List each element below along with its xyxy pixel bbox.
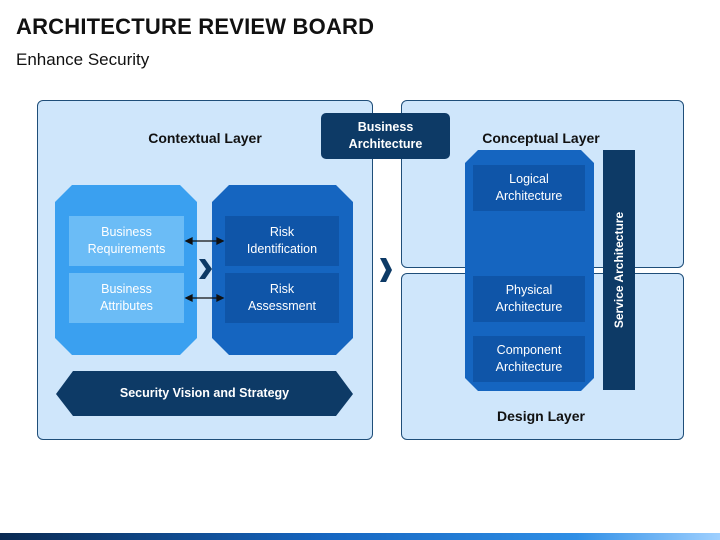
- footer-accent-bar: [0, 533, 720, 540]
- component-architecture-box-bg: [473, 336, 585, 382]
- service-architecture-bar-shape: [603, 150, 635, 390]
- double-arrow-icon: [184, 293, 225, 303]
- double-arrow-icon: [184, 236, 225, 246]
- design-layer-label: Design Layer: [497, 408, 585, 424]
- slide-subtitle: Enhance Security: [16, 50, 150, 69]
- risk-assessment-label: Risk Assessment: [247, 282, 317, 313]
- risk-group-shape: [212, 185, 353, 355]
- chevron-right-icon: [199, 259, 212, 279]
- risk-identification-box-bg: [225, 216, 339, 266]
- security-vision-banner-shape: [56, 371, 353, 416]
- business-requirements-label: Business Requirements: [87, 225, 166, 256]
- logical-architecture-box-bg: [473, 165, 585, 211]
- conceptual-layer-label: Conceptual Layer: [482, 130, 600, 146]
- chevron-right-icon: [380, 258, 392, 282]
- physical-architecture-box-bg: [473, 276, 585, 322]
- risk-assessment-box-bg: [225, 273, 339, 323]
- physical-architecture-label: Physical Architecture: [495, 283, 563, 314]
- business-group-shape: [55, 185, 197, 355]
- contextual-layer-label: Contextual Layer: [148, 130, 262, 146]
- security-vision-label: Security Vision and Strategy: [119, 386, 290, 400]
- business-architecture-box-shape: [321, 113, 450, 159]
- service-architecture-label: Service Architecture: [611, 211, 626, 329]
- component-architecture-label: Component Architecture: [495, 343, 563, 374]
- business-attributes-box-bg: [69, 273, 184, 323]
- slide-title: ARCHITECTURE REVIEW BOARD: [16, 14, 375, 39]
- logical-architecture-label: Logical Architecture: [495, 172, 563, 203]
- business-architecture-label: Business Architecture: [348, 120, 423, 151]
- risk-identification-label: Risk Identification: [246, 225, 318, 256]
- business-attributes-label: Business Attributes: [100, 282, 153, 313]
- business-requirements-box-bg: [69, 216, 184, 266]
